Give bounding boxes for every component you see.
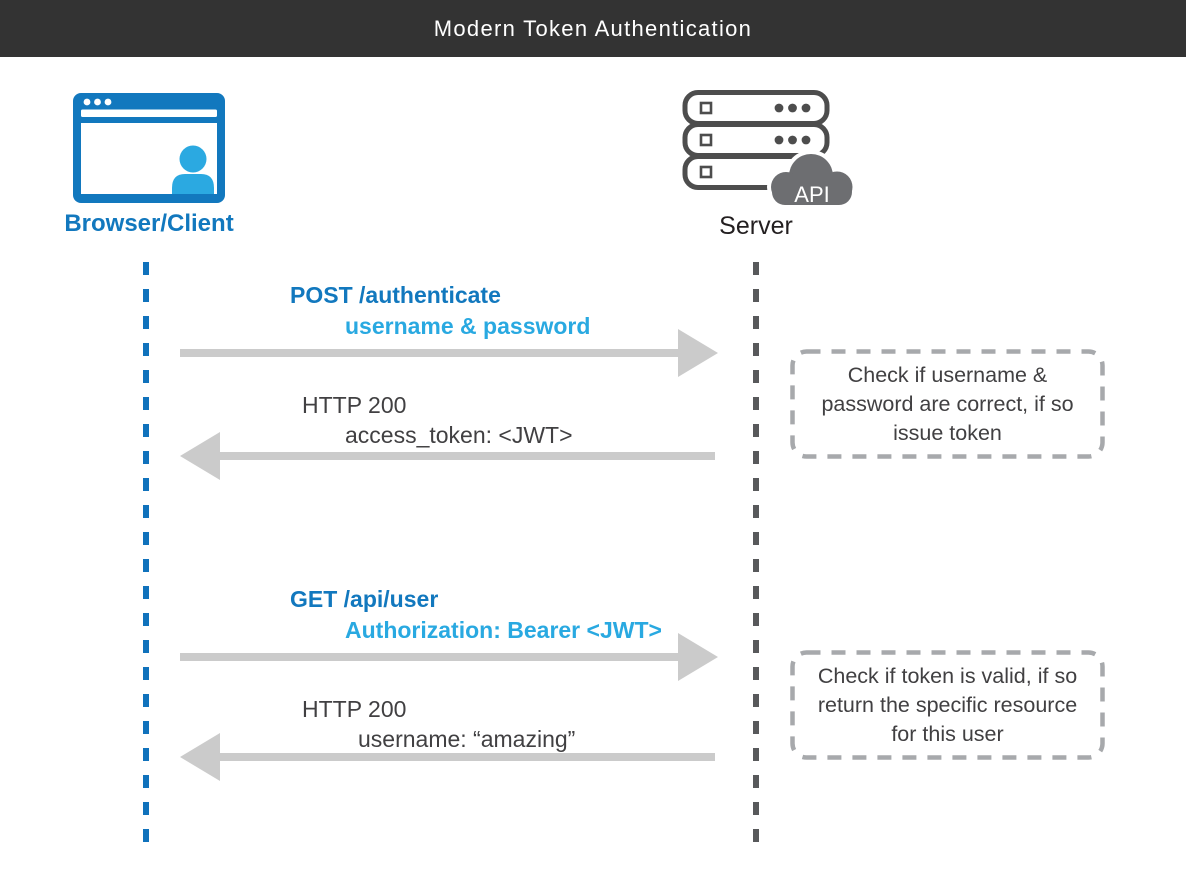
arrow-shaft [218,753,715,761]
arrow-head-left-icon [180,733,220,781]
request-arrow [180,329,718,377]
message-detail: Authorization: Bearer <JWT> [345,617,662,643]
arrow-shaft [218,452,715,460]
arrow-head-left-icon [180,432,220,480]
note-line: return the specific resource [817,692,1078,717]
title-bar: Modern Token Authentication [0,0,1186,57]
message-title: HTTP 200 [302,392,407,418]
response-arrow [180,432,718,480]
client-label: Browser/Client [64,210,234,237]
message-title: GET /api/user [290,586,439,612]
response-arrow [180,733,718,781]
browser-icon [73,93,225,203]
note-line: Check if username & [847,362,1048,387]
server-icon: API [682,90,857,208]
note-line: Check if token is valid, if so [817,663,1078,688]
arrow-shaft [180,653,680,661]
request-arrow [180,633,718,681]
server-label: Server [719,212,793,240]
arrow-head-right-icon [678,329,718,377]
note-check-credentials: Check if username & password are correct… [790,349,1105,459]
arrow-shaft [180,349,680,357]
message-title: HTTP 200 [302,696,407,722]
note-check-token: Check if token is valid, if so return th… [790,650,1105,760]
note-line: issue token [893,420,1002,445]
server-lifeline [753,262,759,850]
person-icon [172,145,214,194]
api-cloud-icon: API [767,150,857,208]
message-title: POST /authenticate [290,282,501,308]
message-detail: username & password [345,313,591,339]
message-detail: access_token: <JWT> [345,422,573,448]
arrow-head-right-icon [678,633,718,681]
api-badge: API [794,182,829,207]
diagram-title: Modern Token Authentication [433,15,753,41]
note-line: for this user [891,721,1004,746]
client-lifeline [143,262,149,850]
note-line: password are correct, if so [821,391,1074,416]
message-detail: username: “amazing” [358,726,576,752]
